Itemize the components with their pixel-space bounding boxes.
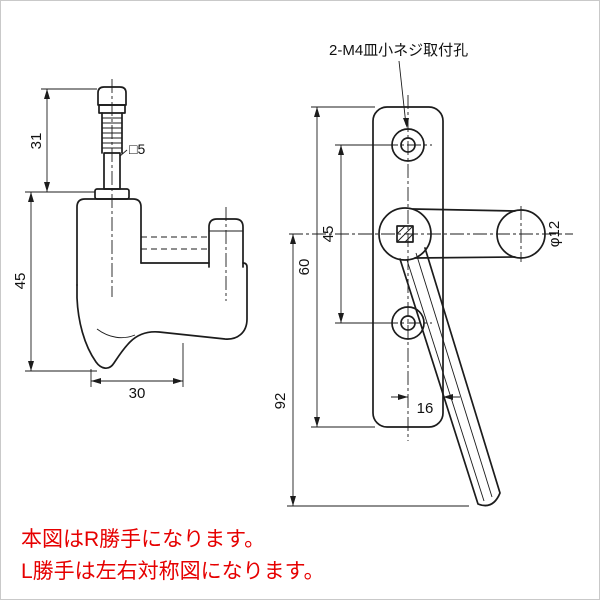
lever [399, 247, 501, 507]
knob-diameter-text: φ12 [546, 221, 563, 247]
handedness-notes: 本図はR勝手になります。 L勝手は左右対称図になります。 [21, 528, 325, 583]
mount-plate [372, 106, 444, 428]
note-line-2: L勝手は左右対称図になります。 [21, 560, 325, 583]
square-size-label: □5 [119, 141, 145, 157]
cylinder [208, 218, 244, 268]
hook-outline [76, 262, 248, 369]
screw-hole-annotation: 2-M4皿小ネジ取付孔 [329, 42, 468, 128]
dim-label-body-height: 45 [12, 273, 29, 290]
arm-top-line [412, 208, 516, 212]
dim-body-height: 45 [12, 192, 97, 372]
dim-plate-height: 60 [296, 106, 375, 428]
dim-handle-length: 92 [272, 234, 469, 507]
stud-bolt [94, 86, 130, 200]
note-line-1: 本図はR勝手になります。 [21, 528, 265, 551]
dim-label-stud-height: 31 [28, 133, 45, 150]
hook-inner-line [96, 328, 136, 339]
latch-body [76, 198, 248, 369]
left-view: 31 45 30 □5 [12, 79, 248, 402]
dim-label-plate-height: 60 [296, 259, 313, 276]
square-size-text: □5 [129, 141, 145, 157]
right-view: 60 45 92 16 φ12 [272, 42, 573, 507]
dim-label-handle-length: 92 [272, 393, 289, 410]
handle [378, 207, 546, 507]
dim-label-base-width: 30 [129, 385, 146, 402]
dim-edge-offset: 16 [391, 394, 460, 417]
dim-label-hole-pitch: 45 [320, 226, 337, 243]
dim-base-width: 30 [90, 343, 184, 402]
dim-label-edge-offset: 16 [417, 400, 434, 417]
screw-hole-text: 2-M4皿小ネジ取付孔 [329, 42, 468, 59]
knob-diameter-label: φ12 [546, 221, 563, 247]
dim-hole-pitch: 45 [320, 144, 388, 324]
pivot-boss [378, 207, 432, 261]
knob [496, 209, 546, 259]
arm-bottom-line [414, 256, 516, 259]
dim-stud-height: 31 [25, 88, 97, 193]
